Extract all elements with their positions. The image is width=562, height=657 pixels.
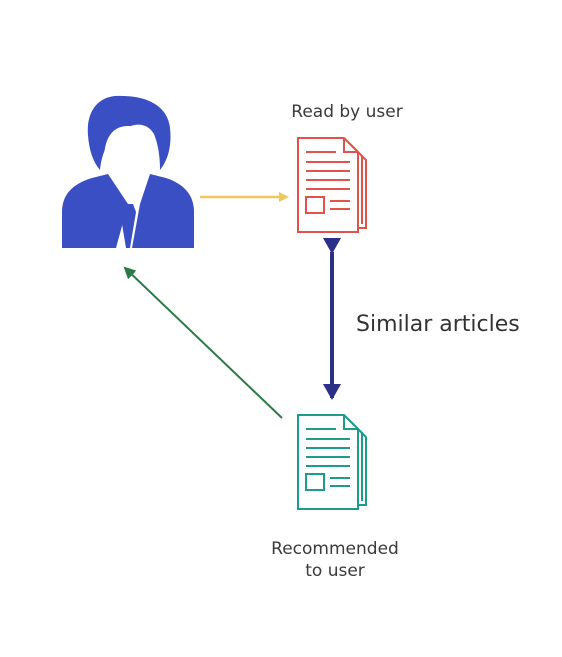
recommended-label-line2: to user [305, 561, 365, 581]
user-avatar-icon [62, 95, 194, 248]
read-by-user-label: Read by user [291, 102, 403, 122]
similar-articles-label: Similar articles [356, 312, 520, 337]
recommended-label: Recommended to user [235, 538, 435, 582]
document-icon [297, 137, 367, 233]
recommended-label-line1: Recommended [271, 539, 399, 559]
recommend-arrow [123, 266, 283, 419]
document-icon [297, 414, 367, 510]
